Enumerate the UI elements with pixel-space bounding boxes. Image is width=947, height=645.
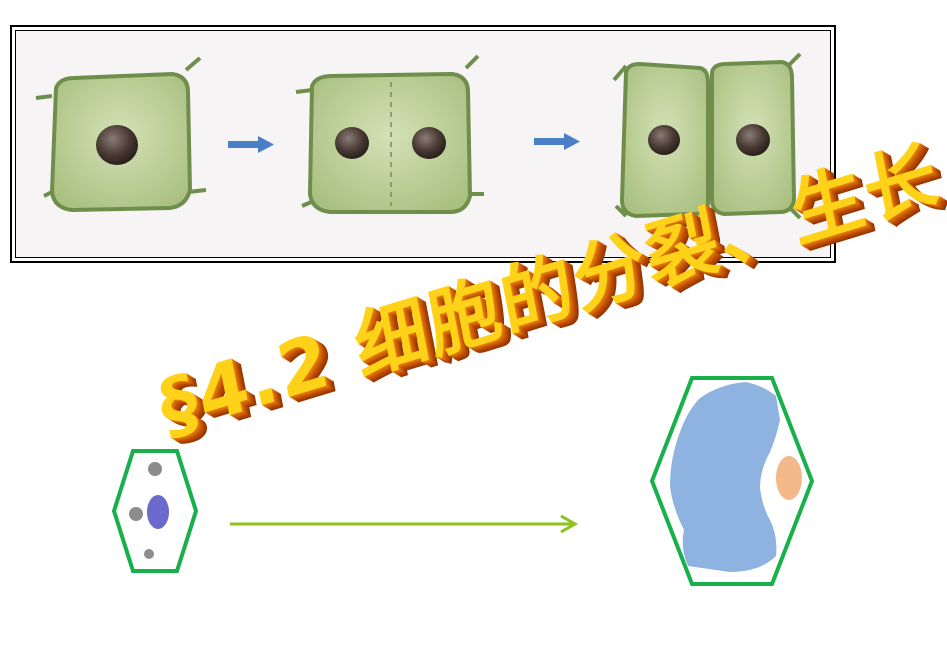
vacuole	[148, 462, 162, 476]
large-cell	[649, 376, 815, 586]
vacuole	[129, 507, 143, 521]
nucleus	[736, 124, 770, 156]
nucleus	[335, 127, 369, 159]
central-vacuole	[670, 382, 780, 572]
diagram-svg	[35, 52, 815, 586]
cell-divided	[612, 52, 802, 220]
cell-single	[35, 56, 207, 213]
nucleus	[96, 125, 138, 165]
arrow-icon	[228, 136, 274, 153]
nucleus	[412, 127, 446, 159]
figure-frame-outer	[10, 25, 836, 263]
nucleus	[147, 495, 169, 529]
vacuole	[144, 549, 154, 559]
cell-dividing	[295, 54, 484, 214]
nucleus	[648, 125, 680, 155]
arrow-icon	[534, 133, 580, 150]
nucleus	[776, 456, 802, 500]
small-cell	[111, 449, 199, 573]
slide: §4.2 细胞的分裂、生长	[10, 25, 946, 586]
growth-arrow-icon	[230, 514, 579, 534]
